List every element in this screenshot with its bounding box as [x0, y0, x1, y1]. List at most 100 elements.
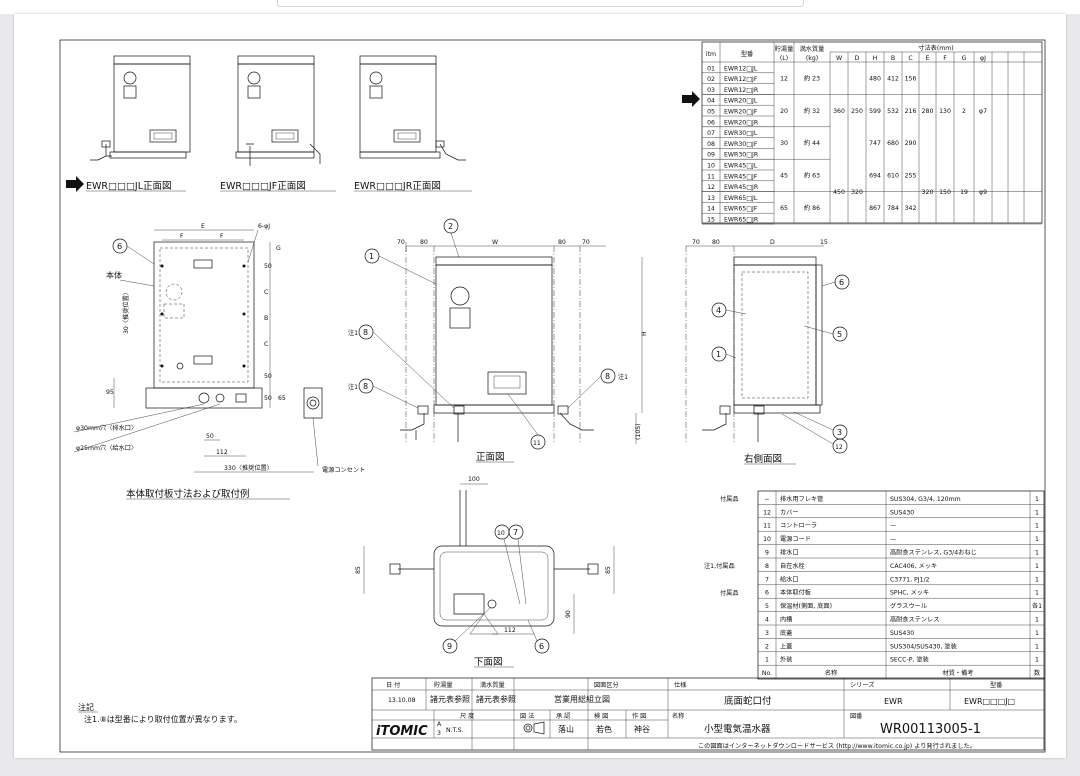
tb-projection-label: 図 法	[520, 712, 534, 720]
title-block: 日 付 13.10.08 貯湯量 諸元表参照 満水質量 諸元表参照 図面区分 営…	[371, 677, 1045, 751]
tb-weight-value: 諸元表参照	[476, 694, 516, 704]
tb-capacity-label: 貯湯量	[434, 681, 453, 689]
spec-large-G: 19	[960, 189, 968, 196]
parts-row-no: 3	[765, 630, 769, 637]
spec-row-model: EWR12□JR	[724, 87, 759, 94]
outlet-label: 電源コンセント	[322, 466, 365, 474]
parts-row-name: 上蓋	[780, 642, 792, 650]
parts-row-material: CAC406, メッキ	[890, 563, 937, 570]
main-front-view: 2 1 70 80 W 80 70 H (105) 8 注1	[348, 218, 648, 463]
parts-row-name: 外装	[780, 656, 792, 664]
spec-hdr-weight-unit: (kg)	[806, 55, 818, 62]
supply-hole-note: φ25mm穴〈給水口〉	[76, 444, 137, 452]
parts-row-material: SUS430	[890, 630, 914, 637]
tb-name-label: 名称	[672, 712, 684, 720]
balloon-7: 7	[513, 528, 518, 537]
spec-large-F: 150	[939, 189, 951, 196]
parts-row-qty: 1	[1035, 509, 1039, 516]
balloon-1: 1	[369, 252, 374, 261]
spec-hdr-col-E: E	[926, 55, 930, 62]
spec-group-c: 156	[905, 75, 917, 82]
spec-row-itm: 11	[707, 173, 715, 180]
tb-draw-label: 作 図	[632, 712, 646, 720]
tb-class-label: 図面区分	[594, 681, 619, 689]
spec-row-itm: 14	[707, 206, 715, 213]
recommended-30: 30〈推奨位置〉	[122, 289, 130, 334]
dim-f2: F	[220, 233, 224, 240]
spec-hdr-itm: itm	[706, 51, 716, 58]
spec-row-itm: 02	[707, 76, 715, 83]
front-view-jr	[359, 55, 466, 161]
dim-95: 95	[106, 389, 114, 396]
parts-row-qty: 1	[1035, 496, 1039, 503]
bottom-view: 100 85 85 90 112 10 7 9 6 下面図	[355, 476, 615, 668]
dim-50b: 50	[264, 373, 272, 380]
viewer-tab[interactable]	[277, 0, 804, 7]
tb-check-label: 検 図	[594, 712, 608, 720]
spec-row-model: EWR45□JR	[724, 184, 759, 191]
front-view-jf	[235, 55, 321, 166]
balloon-8c: 8	[605, 372, 610, 381]
label-accessory-1: 付属品	[720, 495, 739, 503]
spec-hdr-col-W: W	[836, 55, 842, 62]
spec-row-model: EWR12□JF	[724, 76, 758, 83]
parts-row-name: 内槽	[780, 616, 792, 624]
parts-row-no: 7	[765, 576, 769, 583]
row-pointer-arrow-icon	[682, 91, 700, 107]
balloon-10: 10	[497, 530, 505, 537]
dim-h: H	[641, 331, 648, 336]
spec-group-h: 747	[869, 140, 881, 147]
controller-icon	[487, 371, 527, 395]
dim-105: (105)	[635, 423, 642, 440]
tb-scale-label: 尺 度	[460, 712, 474, 720]
spec-row-itm: 13	[707, 195, 715, 202]
parts-row-qty: 1	[1035, 657, 1039, 664]
spec-group-h: 599	[869, 108, 881, 115]
dim-50a: 50	[264, 263, 272, 270]
dim-330: 330〈推奨位置〉	[224, 464, 273, 472]
parts-row-material: —	[890, 536, 896, 543]
selected-arrow-icon	[66, 176, 84, 192]
parts-row-qty: 1	[1035, 523, 1039, 530]
parts-row-no: 1	[765, 657, 769, 664]
tb-series-label: シリーズ	[850, 681, 874, 689]
parts-row-qty: 1	[1035, 576, 1039, 583]
spec-row-itm: 15	[707, 217, 715, 224]
spec-row-model: EWR12□JL	[724, 65, 758, 72]
balloon-side-6: 6	[839, 278, 844, 287]
dim-e: E	[201, 223, 205, 230]
note-right: 注1	[618, 373, 628, 381]
parts-row-material: —	[890, 523, 896, 530]
spec-row-model: EWR20□JR	[724, 119, 759, 126]
spec-group-capacity: 45	[780, 173, 788, 180]
parts-row-qty: 1	[1035, 550, 1039, 557]
label-accessory-2: 付属品	[720, 589, 739, 597]
spec-group-h: 480	[869, 75, 881, 82]
parts-footer-qty: 数	[1034, 669, 1041, 677]
spec-hdr-capacity: 貯湯量	[775, 45, 794, 53]
spec-small-D: 250	[851, 108, 863, 115]
dim-side-70: 70	[692, 239, 700, 246]
dim-50c: 50	[264, 395, 272, 402]
parts-row-qty: 1	[1035, 617, 1039, 624]
parts-row-no: 8	[765, 563, 769, 570]
spec-group-capacity: 20	[780, 108, 788, 115]
caption-front-jl: EWR□□□JL正面図	[86, 181, 172, 192]
parts-row-qty: 各1	[1032, 602, 1042, 610]
dim-15: 15	[820, 239, 828, 246]
parts-row-material: SPHC, メッキ	[890, 590, 929, 597]
parts-row-no: 5	[765, 603, 769, 610]
parts-footer-material: 材質・備考	[943, 669, 974, 677]
spec-row-model: EWR30□JL	[724, 130, 758, 137]
balloon-5: 5	[837, 330, 842, 339]
parts-row-no: −	[764, 496, 769, 503]
spec-row-itm: 03	[707, 87, 715, 94]
drain-hole-note: φ30mm穴〈排水口〉	[76, 424, 137, 432]
parts-row-no: 4	[765, 617, 769, 624]
tb-draw-value: 神谷	[634, 724, 650, 734]
spec-hdr-col-F: F	[943, 55, 947, 62]
spec-row-model: EWR45□JL	[724, 163, 758, 170]
tb-capacity-value: 諸元表参照	[430, 694, 470, 704]
spec-group-weight: 約 32	[804, 107, 820, 115]
